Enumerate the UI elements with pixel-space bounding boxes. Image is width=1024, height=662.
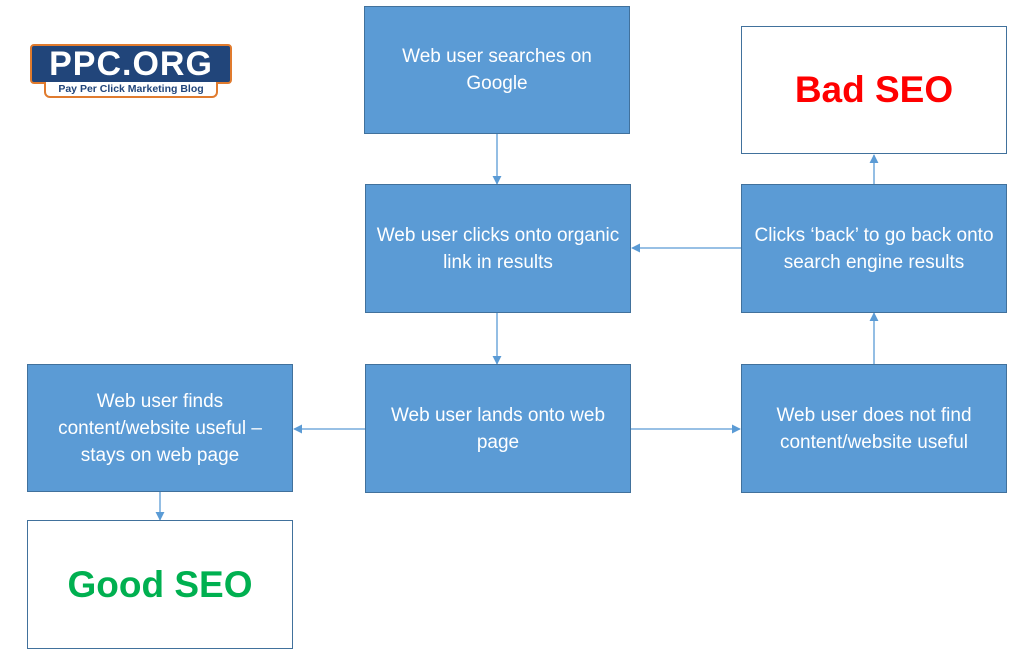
node-lands-on-page: Web user lands onto web page bbox=[365, 364, 631, 493]
node-clicks-organic-link: Web user clicks onto organic link in res… bbox=[365, 184, 631, 313]
node-clicks-back: Clicks ‘back’ to go back onto search eng… bbox=[741, 184, 1007, 313]
logo-title: PPC.ORG bbox=[30, 44, 232, 84]
node-good-seo: Good SEO bbox=[27, 520, 293, 649]
logo-tagline: Pay Per Click Marketing Blog bbox=[44, 82, 218, 98]
ppc-org-logo: PPC.ORG Pay Per Click Marketing Blog bbox=[30, 44, 232, 98]
node-not-find-useful: Web user does not find content/website u… bbox=[741, 364, 1007, 493]
node-finds-useful: Web user finds content/website useful – … bbox=[27, 364, 293, 492]
node-bad-seo: Bad SEO bbox=[741, 26, 1007, 154]
node-search-google: Web user searches on Google bbox=[364, 6, 630, 134]
